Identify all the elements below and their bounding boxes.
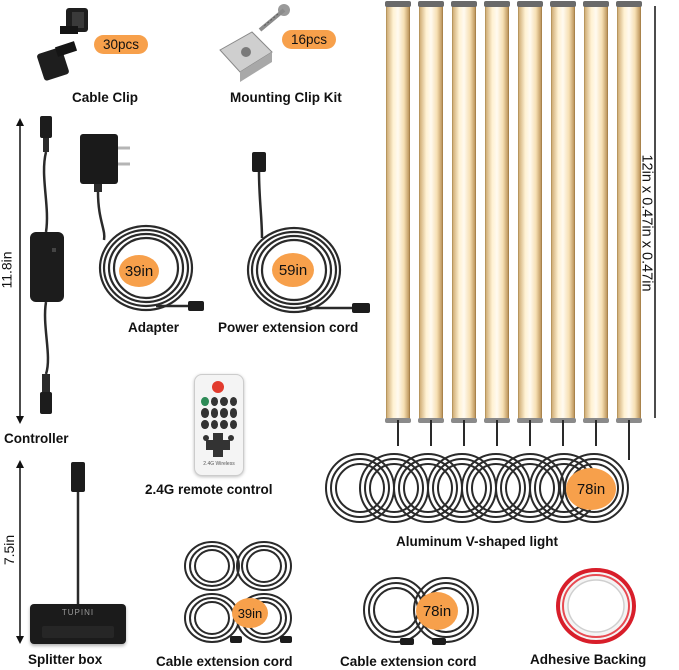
- cable-ext-b-length-badge: 78in: [416, 592, 458, 630]
- controller-device-icon: [30, 116, 64, 414]
- mounting-clip-label: Mounting Clip Kit: [230, 90, 342, 105]
- screw-icon: [258, 4, 290, 32]
- cable-ext-b-label: Cable extension cord: [340, 654, 477, 669]
- splitter-box-icon: TUPINI: [30, 604, 126, 644]
- light-bar: [418, 1, 444, 423]
- light-bar: [451, 1, 477, 423]
- splitter-cable-icon: [71, 462, 85, 608]
- light-bar: [583, 1, 609, 423]
- remote-control-icon: 2.4G Wireless: [194, 374, 244, 476]
- light-cord-coils: [325, 420, 630, 523]
- splitter-length: 7.5in: [1, 534, 18, 566]
- power-ext-label: Power extension cord: [218, 320, 359, 335]
- adapter-label: Adapter: [128, 320, 180, 335]
- controller-label: Controller: [4, 431, 69, 446]
- adapter-icon: [80, 134, 204, 312]
- mounting-clip-qty-badge: 16pcs: [282, 30, 337, 49]
- remote-brand-text: 2.4G Wireless: [203, 461, 235, 467]
- mounting-bracket-icon: [219, 31, 273, 82]
- cable-clip-label: Cable Clip: [72, 90, 139, 105]
- splitter-length-arrow: [16, 460, 24, 644]
- light-dimensions: 12in x 0.47in x 0.47in: [638, 154, 655, 292]
- controller-length: 11.8in: [0, 251, 15, 289]
- power-ext-cord-icon: [246, 152, 370, 314]
- cable-ext-a-coils-icon: [184, 541, 292, 643]
- adhesive-tape-roll-icon: [556, 568, 636, 644]
- splitter-label: Splitter box: [28, 652, 103, 667]
- light-bar: [616, 1, 642, 423]
- remote-label: 2.4G remote control: [145, 482, 273, 497]
- light-cord-length-badge: 78in: [566, 468, 616, 510]
- cable-ext-b-coils-icon: [363, 577, 479, 645]
- light-bar: [550, 1, 576, 423]
- cable-ext-a-length-badge: 39in: [232, 598, 268, 628]
- light-bar: [484, 1, 510, 423]
- cable-clip-qty-badge: 30pcs: [94, 35, 149, 54]
- cable-clip-icon: [37, 8, 88, 81]
- power-ext-length-badge: 59in: [272, 253, 314, 287]
- controller-length-arrow: [16, 118, 24, 424]
- adapter-length-badge: 39in: [119, 255, 159, 287]
- light-dimension-arrow: [654, 6, 656, 418]
- cable-ext-a-label: Cable extension cord: [156, 654, 293, 669]
- light-bar: [517, 1, 543, 423]
- light-bar: [385, 1, 411, 423]
- adhesive-label: Adhesive Backing: [530, 652, 647, 667]
- splitter-brand-text: TUPINI: [61, 608, 95, 617]
- light-label: Aluminum V-shaped light: [396, 534, 559, 549]
